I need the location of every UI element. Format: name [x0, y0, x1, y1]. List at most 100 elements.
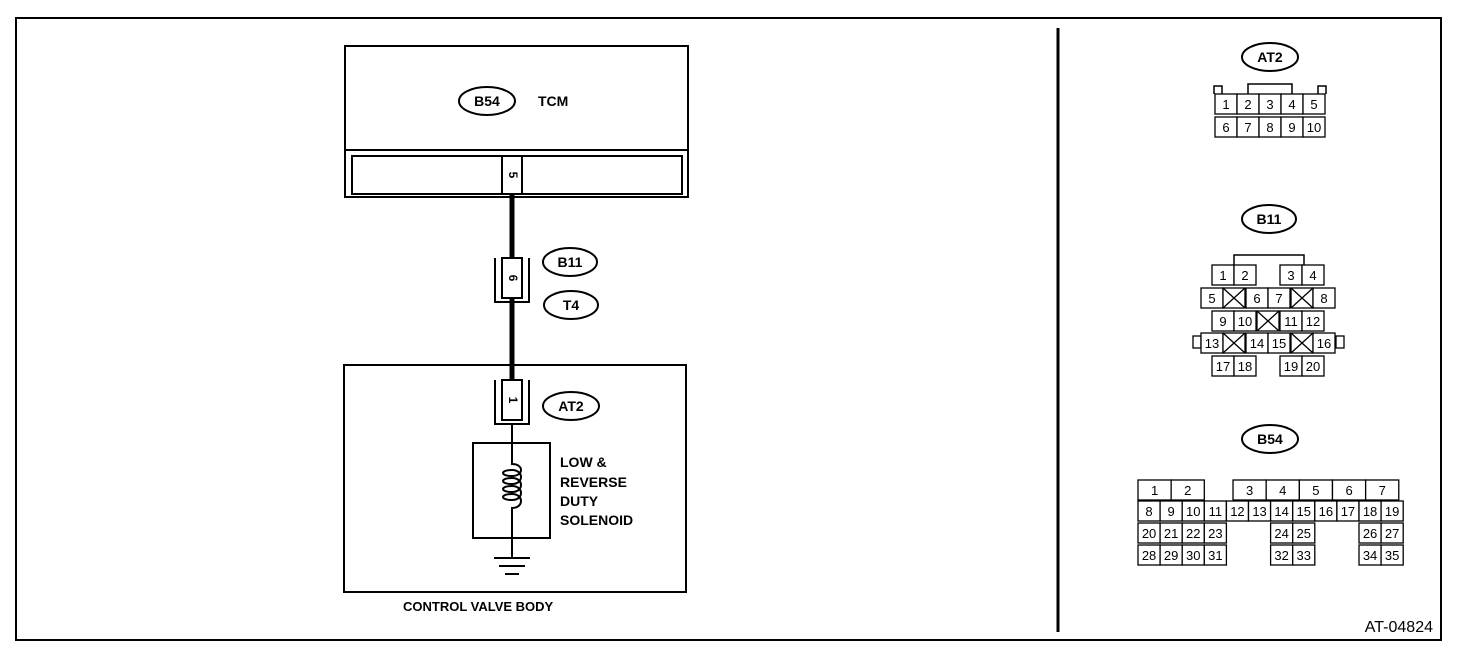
b11-blank-blank-mark: [1290, 332, 1314, 354]
b11-pin-3-label: 3: [1287, 268, 1294, 283]
solenoid-label-line4: SOLENOID: [560, 512, 633, 528]
control-valve-body-label: CONTROL VALVE BODY: [403, 599, 554, 614]
b54-pin-26-label: 26: [1363, 526, 1377, 541]
b11-pin-15-label: 15: [1272, 336, 1286, 351]
b54-pin-31-cell: [1203, 544, 1228, 566]
b11-pin-20-cell: [1301, 355, 1325, 377]
tcm-connector-code: B54: [474, 93, 500, 109]
b54-pin-35-label: 35: [1385, 548, 1399, 563]
b54-pin-12-label: 12: [1230, 504, 1244, 519]
harness-code-t4: T4: [563, 297, 580, 313]
b11-pin-14-label: 14: [1250, 336, 1264, 351]
b54-pin-31-label: 31: [1208, 548, 1222, 563]
b11-pin-16-cell: [1312, 332, 1336, 354]
at2-pin-2-label: 2: [1244, 97, 1251, 112]
b54-pin-14-label: 14: [1274, 504, 1288, 519]
b11-pin-9-label: 9: [1219, 314, 1226, 329]
tcm-label: TCM: [538, 93, 568, 109]
b54-pin-13-label: 13: [1252, 504, 1266, 519]
solenoid-label-line3: DUTY: [560, 493, 599, 509]
b11-pin-19-label: 19: [1284, 359, 1298, 374]
b54-pin-33-label: 33: [1297, 548, 1311, 563]
b11-pin-6-label: 6: [1253, 291, 1260, 306]
at2-pin-10-label: 10: [1307, 120, 1321, 135]
b11-pin-1-label: 1: [1219, 268, 1226, 283]
harness-code-b11: B11: [558, 254, 583, 270]
tcm-pin-label: 5: [506, 172, 520, 179]
b11-latch-right-cell: [1335, 335, 1345, 349]
solenoid-label-line1: LOW &: [560, 454, 607, 470]
b11-pin-20-label: 20: [1306, 359, 1320, 374]
b54-pin-22-label: 22: [1186, 526, 1200, 541]
b54-pin-5-label: 5: [1312, 483, 1319, 498]
b54-pin-17-label: 17: [1341, 504, 1355, 519]
b11-blank-blank-mark: [1256, 310, 1280, 332]
b11-pin-10-label: 10: [1238, 314, 1252, 329]
b54-pin-35-cell: [1380, 544, 1404, 566]
solenoid-connector-badge: [542, 391, 600, 421]
b11-pin-2-cell: [1233, 264, 1257, 286]
ground-icon: [494, 557, 530, 575]
b54-pin-34-label: 34: [1363, 548, 1377, 563]
b11-pin-11-label: 11: [1284, 314, 1298, 329]
solenoid-connector-code: AT2: [558, 398, 584, 414]
at2-pin-6-label: 6: [1222, 120, 1229, 135]
tcm-connector-badge: [458, 86, 516, 116]
b54-pin-23-label: 23: [1208, 526, 1222, 541]
b11-pin-8-label: 8: [1320, 291, 1327, 306]
b54-pin-28-label: 28: [1142, 548, 1156, 563]
at2-pin-8-label: 8: [1266, 120, 1273, 135]
solenoid-coil-icon: [502, 456, 522, 525]
b54-pin-30-label: 30: [1186, 548, 1200, 563]
b54-pin-33-cell: [1292, 544, 1316, 566]
harness-connector: 6 B11 T4: [494, 247, 599, 320]
at2-pin-3-label: 3: [1266, 97, 1273, 112]
b11-blank-blank-mark: [1290, 287, 1314, 309]
b54-view-code: B54: [1257, 431, 1283, 447]
b11-pin-4-cell: [1301, 264, 1325, 286]
b11-blank-blank-mark: [1222, 332, 1246, 354]
at2-pin-1-label: 1: [1222, 97, 1229, 112]
b11-pin-13-label: 13: [1205, 336, 1219, 351]
at2-pin-7-label: 7: [1244, 120, 1251, 135]
b54-pin-8-label: 8: [1145, 504, 1152, 519]
harness-badge-t4: [543, 290, 599, 320]
harness-badge-b11: [542, 247, 598, 277]
b11-latch-left-cell: [1192, 335, 1202, 349]
b54-pin-18-label: 18: [1363, 504, 1377, 519]
b54-pin-29-label: 29: [1164, 548, 1178, 563]
b54-pin-25-label: 25: [1297, 526, 1311, 541]
b54-pin-24-label: 24: [1274, 526, 1288, 541]
b54-pin-11-label: 11: [1209, 504, 1223, 519]
b54-pin-10-label: 10: [1186, 504, 1200, 519]
tcm-block: 5 B54 TCM: [344, 45, 689, 198]
b54-pin-23-cell: [1203, 522, 1228, 544]
b54-pin-27-label: 27: [1385, 526, 1399, 541]
b11-pin-18-cell: [1233, 355, 1257, 377]
at2-pin-10-cell: [1302, 116, 1326, 138]
at2-pin-5-cell: [1302, 93, 1326, 115]
b11-pin-2-label: 2: [1241, 268, 1248, 283]
b54-pin-7-label: 7: [1379, 483, 1386, 498]
b11-pin-5-label: 5: [1208, 291, 1215, 306]
b54-pin-20-label: 20: [1142, 526, 1156, 541]
b11-pin-4-label: 4: [1309, 268, 1316, 283]
b54-pin-9-label: 9: [1168, 504, 1175, 519]
b54-pin-25-cell: [1292, 522, 1316, 544]
b54-pin-1-label: 1: [1151, 483, 1158, 498]
b11-pin-12-cell: [1301, 310, 1325, 332]
at2-pin-4-label: 4: [1288, 97, 1295, 112]
b54-pin-32-label: 32: [1274, 548, 1288, 563]
diagram-frame: [15, 17, 1442, 641]
b54-pin-2-cell: [1170, 479, 1205, 501]
b11-pin-7-label: 7: [1275, 291, 1282, 306]
b11-pin-10-cell: [1233, 310, 1257, 332]
solenoid-pin-label: 1: [506, 397, 520, 404]
b54-pin-7-cell: [1364, 479, 1400, 501]
figure-id: AT-04824: [1365, 619, 1433, 636]
b11-blank-blank-mark: [1222, 287, 1246, 309]
b54-pin-6-label: 6: [1345, 483, 1352, 498]
